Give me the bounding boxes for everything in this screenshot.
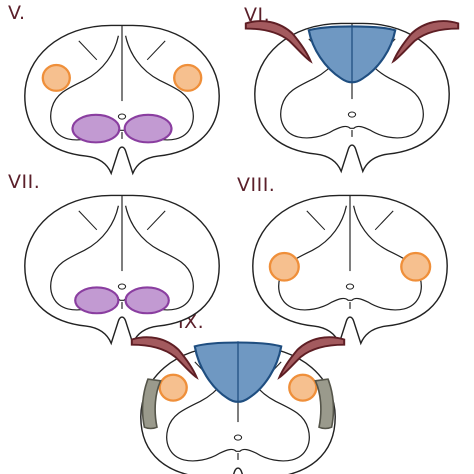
panel-ix bbox=[130, 336, 346, 474]
purple-ventral-oval-icon bbox=[123, 113, 173, 144]
gray-lateral-band-icon bbox=[141, 378, 162, 430]
maroon-dorsal-root-icon bbox=[391, 20, 460, 64]
panel-label-v: V. bbox=[8, 2, 26, 24]
orange-lateral-circle-icon bbox=[400, 251, 432, 282]
maroon-dorsal-root-icon bbox=[130, 336, 199, 380]
orange-lateral-circle-icon bbox=[173, 63, 203, 92]
panel-vi bbox=[244, 20, 460, 173]
orange-lateral-circle-icon bbox=[288, 373, 318, 402]
purple-ventral-oval-icon bbox=[124, 286, 170, 315]
orange-lateral-circle-icon bbox=[268, 251, 300, 282]
panel-label-viii: VIII. bbox=[237, 174, 276, 196]
purple-ventral-oval-icon bbox=[71, 113, 121, 144]
panel-viii bbox=[252, 194, 448, 345]
panel-label-vii: VII. bbox=[8, 171, 41, 193]
panel-v bbox=[24, 24, 220, 175]
panel-vii bbox=[24, 194, 220, 345]
orange-lateral-circle-icon bbox=[158, 373, 188, 402]
gray-lateral-band-icon bbox=[314, 378, 335, 430]
orange-lateral-circle-icon bbox=[41, 63, 71, 92]
maroon-dorsal-root-icon bbox=[277, 336, 346, 380]
purple-ventral-oval-icon bbox=[74, 286, 120, 315]
maroon-dorsal-root-icon bbox=[244, 20, 313, 64]
